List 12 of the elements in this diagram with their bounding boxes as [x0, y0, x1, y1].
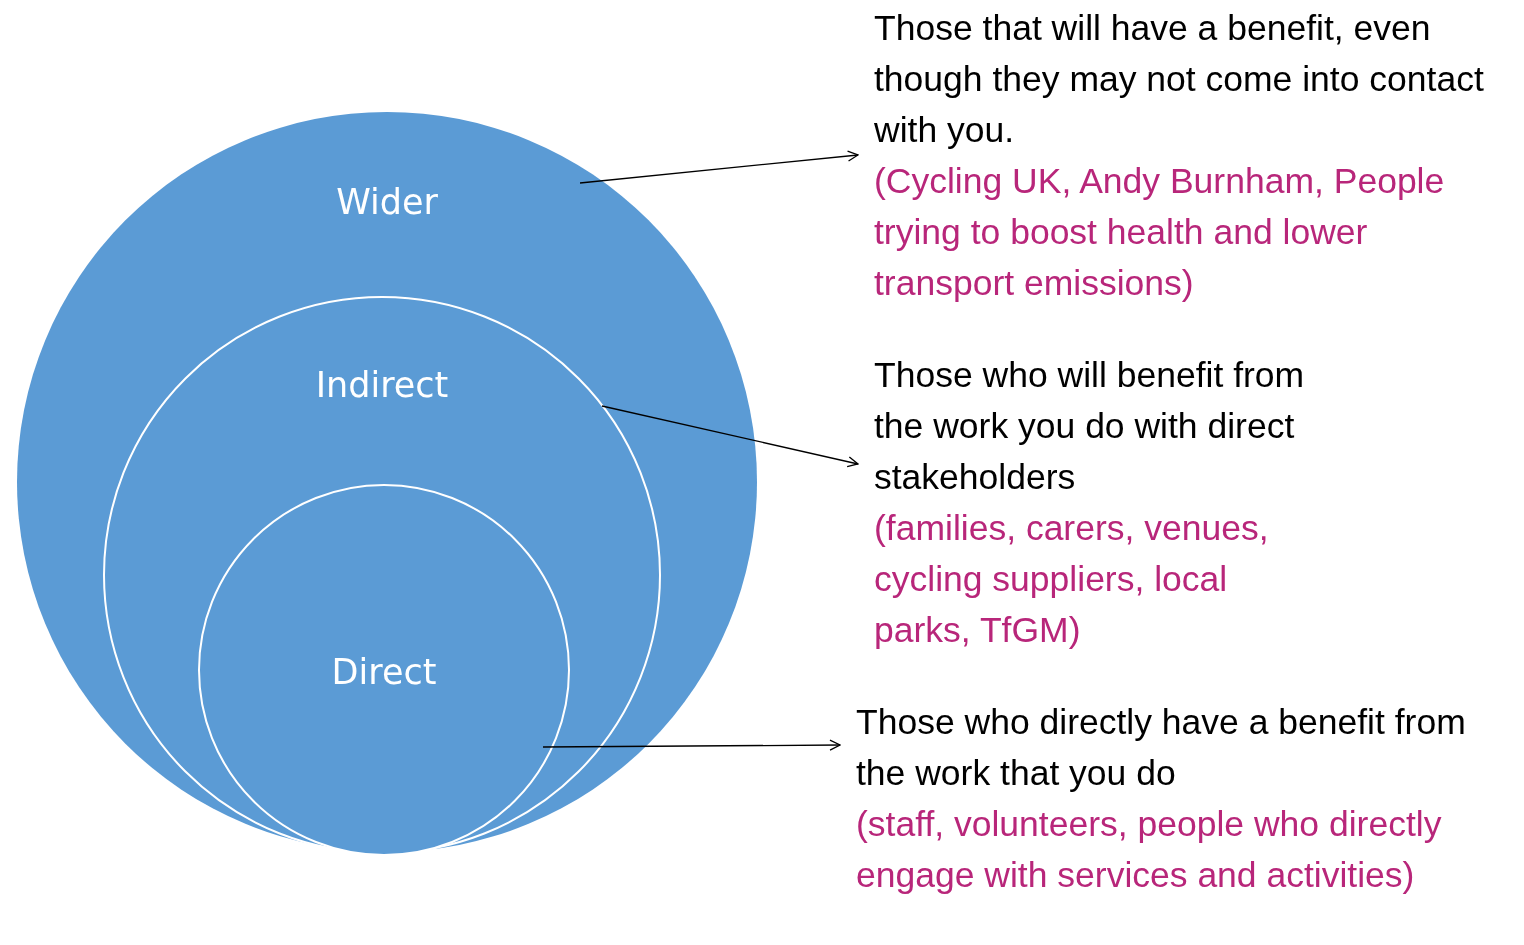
circle-label: Indirect	[315, 365, 449, 405]
example-list: (Cycling UK, Andy Burnham, People trying to boost health and lower transport emissions)	[874, 156, 1498, 309]
example-list: (families, carers, venues, cycling suppliers, local parks, TfGM)	[874, 503, 1324, 656]
circle-label: Direct	[331, 652, 437, 692]
arrow	[601, 405, 859, 468]
arrow	[542, 739, 841, 751]
example-list: (staff, volunteers, people who directly engage with services and activities)	[856, 799, 1510, 901]
description-text: Those who directly have a benefit from the work that you do	[856, 701, 1467, 795]
circle-label: Wider	[336, 182, 438, 222]
arrow	[579, 150, 859, 184]
description-text: Those who will benefit from the work you do with direct stakeholders	[874, 354, 1306, 499]
description-text: Those that will have a benefit, even though they may not come into contact with you.	[874, 7, 1485, 152]
